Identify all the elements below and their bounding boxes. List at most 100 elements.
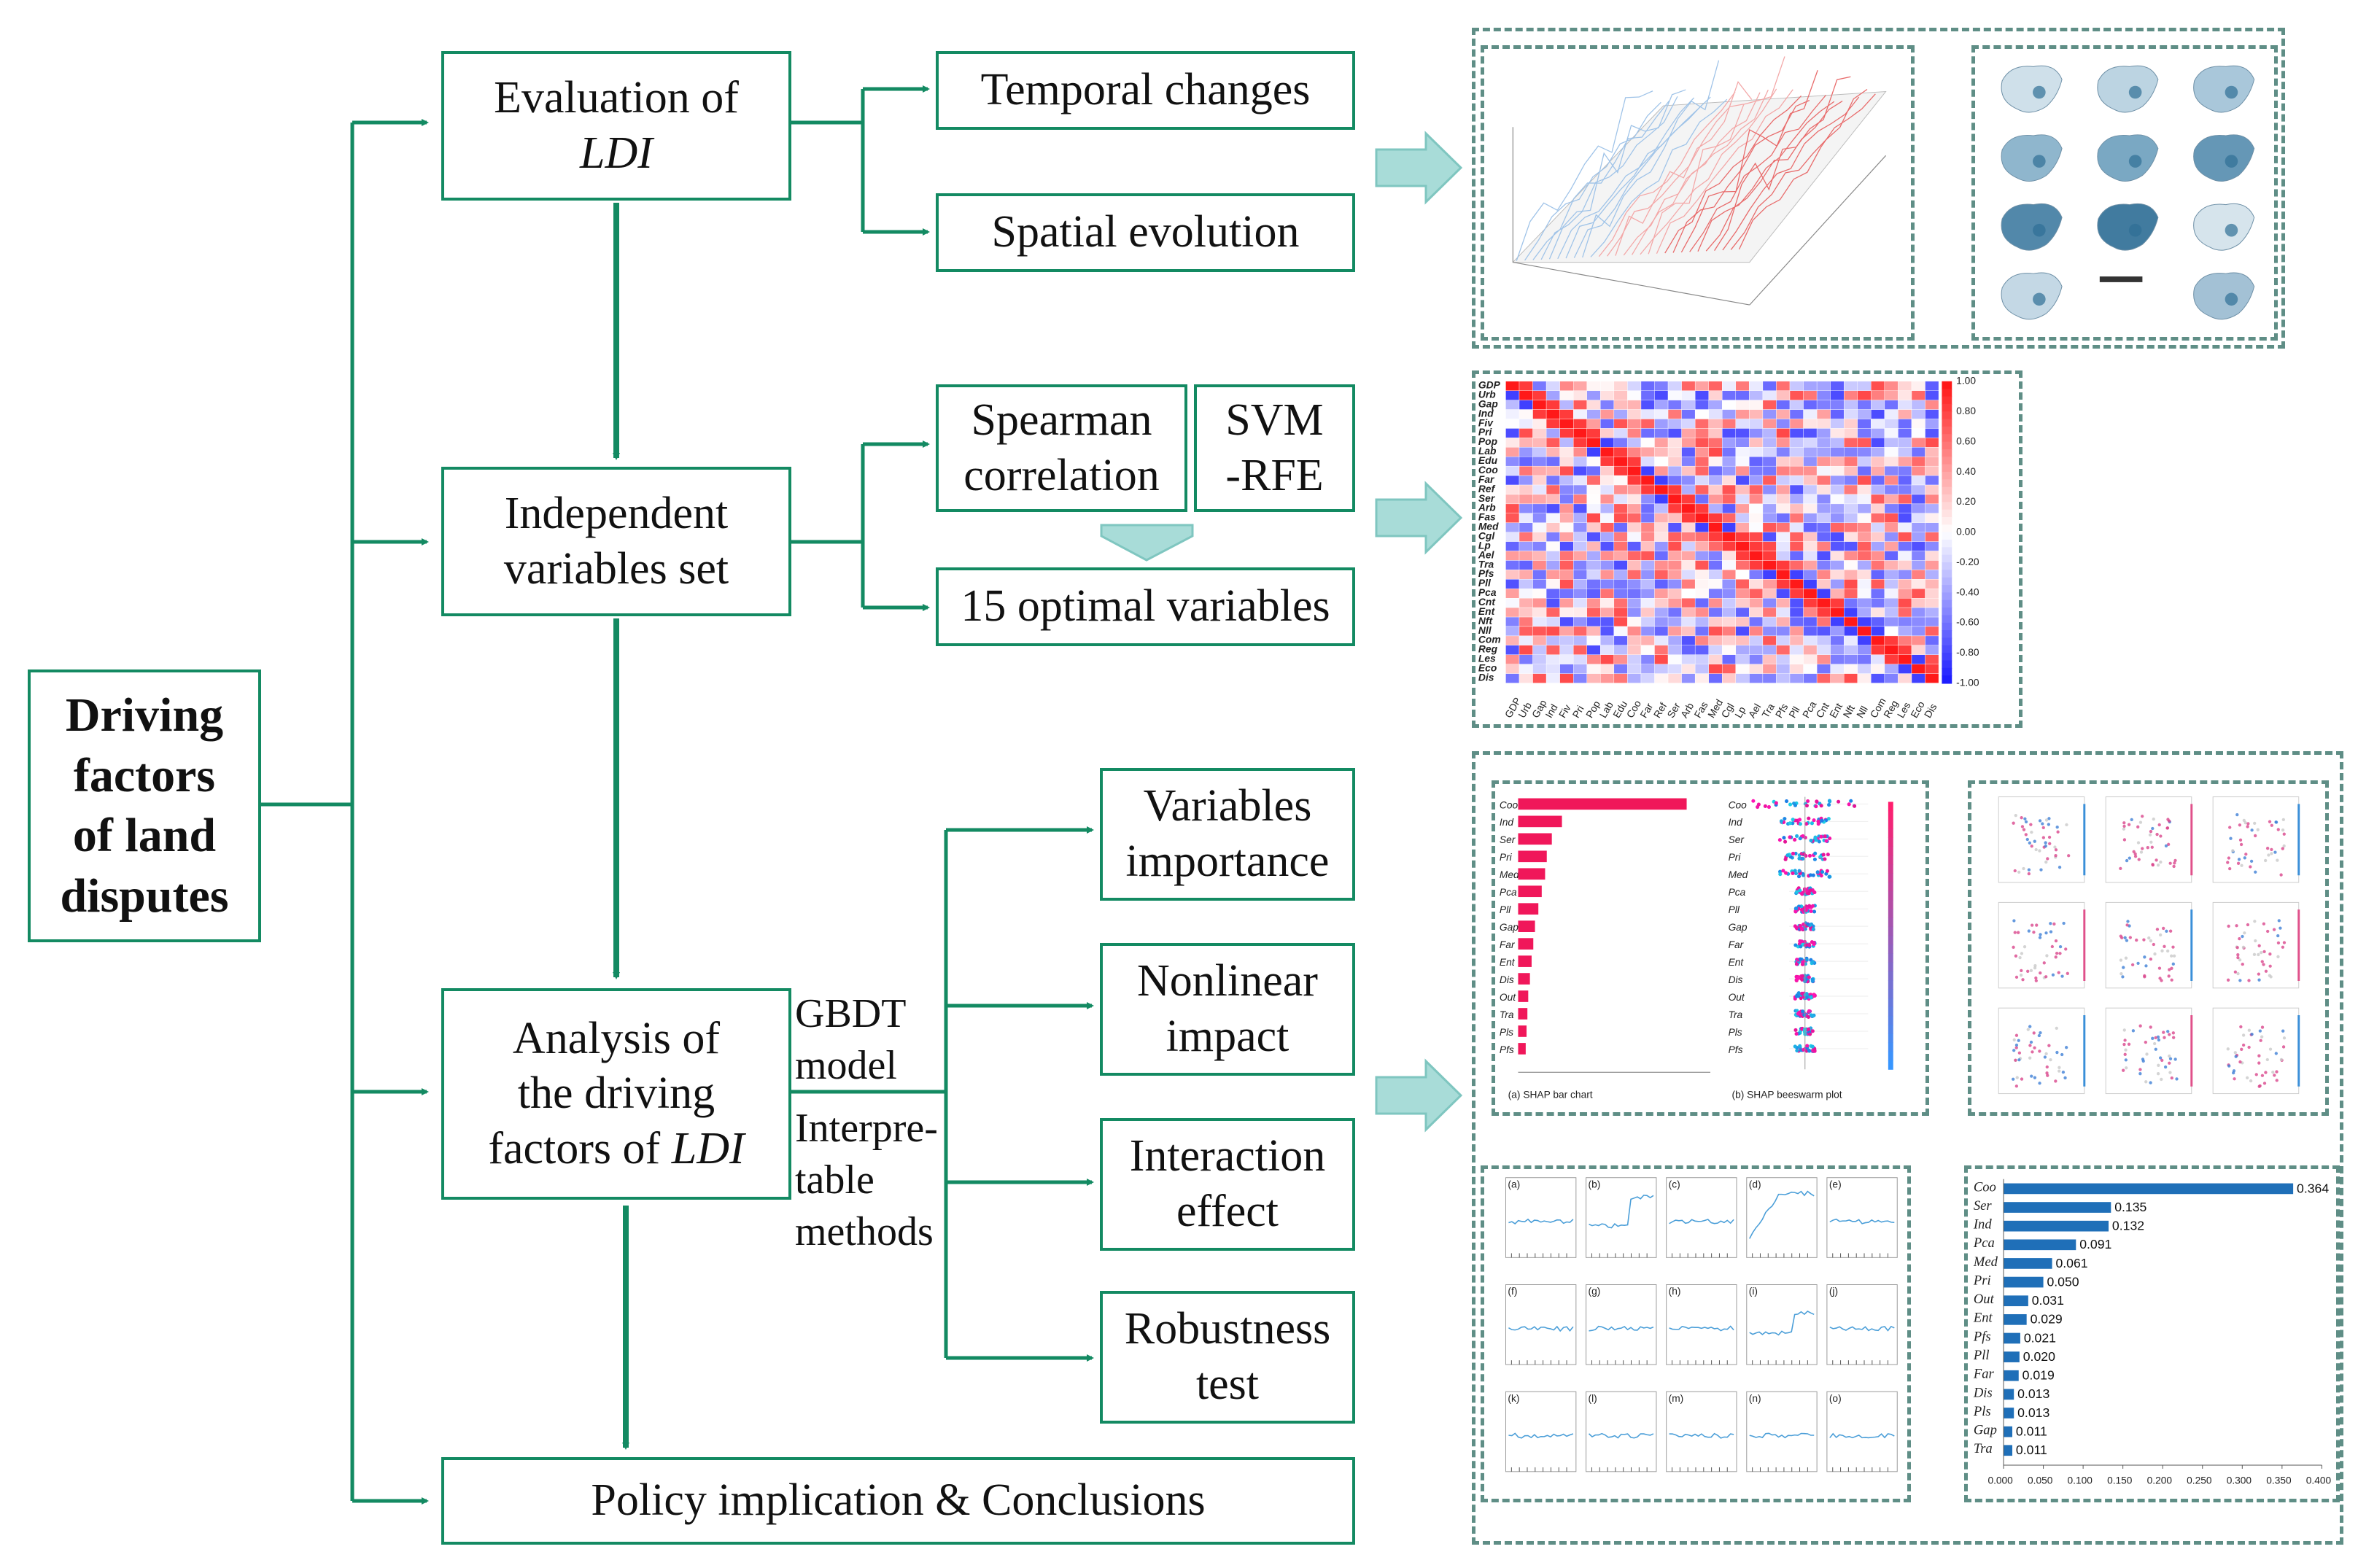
corr-cell <box>1844 532 1858 542</box>
corr-cell <box>1546 381 1560 391</box>
corr-cell <box>1505 465 1520 476</box>
corr-cell <box>1925 607 1939 618</box>
corr-cell <box>1789 522 1804 532</box>
bar-category-label: Gap <box>1974 1423 1997 1438</box>
scatter-point <box>2264 1071 2268 1074</box>
corr-cell <box>1884 381 1899 391</box>
scatter-point <box>2038 819 2042 823</box>
corr-cell <box>1871 645 1885 655</box>
corr-cell <box>1694 541 1709 551</box>
corr-cell <box>1830 503 1845 514</box>
scatter-point <box>2018 955 2022 960</box>
scatter-point <box>2234 1055 2238 1058</box>
scatter-point <box>2143 955 2146 959</box>
corr-cell <box>1613 616 1628 627</box>
corr-cell <box>1640 607 1655 618</box>
corr-cell <box>1505 645 1520 655</box>
corr-cell <box>1667 409 1682 419</box>
beeswarm-point <box>1849 799 1853 803</box>
corr-colorbar-segment <box>1942 516 1952 526</box>
corr-cell <box>1735 475 1750 486</box>
beeswarm-point <box>1804 822 1809 826</box>
beeswarm-label: Pll <box>1729 904 1740 915</box>
importance-bar <box>2004 1220 2109 1232</box>
shap-bar <box>1518 920 1535 932</box>
analysis-ldi: LDI <box>671 1123 745 1173</box>
scatter-point <box>2263 858 2268 863</box>
corr-cell <box>1667 541 1682 551</box>
corr-cell <box>1613 400 1628 410</box>
importance-bar <box>2004 1426 2013 1437</box>
scatter-point <box>2162 926 2165 931</box>
corr-cell <box>1654 579 1669 589</box>
corr-colorbar-segment <box>1942 645 1952 654</box>
corr-cell <box>1667 626 1682 637</box>
corr-cell <box>1735 607 1750 618</box>
pdp-letter: (i) <box>1749 1286 1758 1297</box>
corr-cell <box>1735 579 1750 589</box>
scatter-point <box>2033 839 2036 843</box>
corr-cell <box>1830 654 1845 664</box>
corr-cell <box>1762 484 1777 495</box>
scatter-point <box>2067 854 2071 858</box>
corr-cell <box>1654 428 1669 438</box>
corr-cell <box>1667 447 1682 457</box>
corr-cell <box>1884 522 1899 532</box>
corr-cell <box>1627 570 1642 580</box>
beeswarm-point <box>1791 821 1795 826</box>
corr-cell <box>1911 465 1925 476</box>
corr-cell <box>1681 560 1696 570</box>
province-map <box>2097 65 2159 113</box>
pdp-curve <box>1749 1432 1815 1439</box>
corr-cell <box>1884 607 1899 618</box>
corr-cell <box>1573 428 1587 438</box>
beeswarm-point <box>1825 869 1829 873</box>
corr-cell <box>1532 616 1547 627</box>
corr-cell <box>1816 645 1831 655</box>
scatter-point <box>2241 1043 2246 1047</box>
corr-cell <box>1762 673 1777 683</box>
corr-cell <box>1708 400 1723 410</box>
scatter-point <box>2047 835 2052 839</box>
corr-cell <box>1600 457 1615 467</box>
corr-cell <box>1559 541 1574 551</box>
corr-cell <box>1559 438 1574 448</box>
corr-cell <box>1871 390 1885 400</box>
scatter-point <box>2119 958 2123 962</box>
scatter-point <box>2241 962 2244 966</box>
svm-rfe-box: SVM -RFE <box>1194 384 1355 512</box>
scatter-point <box>2044 1052 2048 1055</box>
corr-cell <box>1925 428 1939 438</box>
corr-cell <box>1816 457 1831 467</box>
scatter-point <box>2257 978 2261 982</box>
scatter-point <box>2045 1071 2049 1075</box>
corr-cell <box>1884 626 1899 637</box>
corr-cell <box>1505 598 1520 608</box>
pdp-curve <box>1669 1219 1734 1224</box>
corr-cell <box>1505 654 1520 664</box>
scatter-point <box>2158 977 2162 980</box>
ldi-series-line <box>1714 76 1851 251</box>
beeswarm-point <box>1788 821 1792 826</box>
corr-cell <box>1857 635 1872 646</box>
corr-cell <box>1789 589 1804 599</box>
scatter-point <box>2027 872 2031 876</box>
corr-cell <box>1654 635 1669 646</box>
pdp-frame <box>1826 1391 1898 1472</box>
scatter-point <box>2138 820 2143 824</box>
scatter-point <box>2014 1084 2019 1088</box>
scatter-point <box>2169 954 2173 958</box>
beeswarm-point <box>1794 925 1799 931</box>
corr-cell <box>1789 635 1804 646</box>
nonlinear-line: impact <box>1166 1012 1289 1061</box>
corr-cell <box>1667 428 1682 438</box>
beeswarm-label: Far <box>1729 939 1745 950</box>
corr-cell <box>1640 551 1655 561</box>
corr-cell <box>1654 400 1669 410</box>
corr-cell <box>1830 522 1845 532</box>
scatter-point <box>2049 930 2053 934</box>
corr-cell <box>1519 465 1533 476</box>
bar-category-label: Pri <box>1973 1273 1991 1289</box>
corr-cell <box>1505 635 1520 646</box>
corr-cell <box>1546 626 1560 637</box>
